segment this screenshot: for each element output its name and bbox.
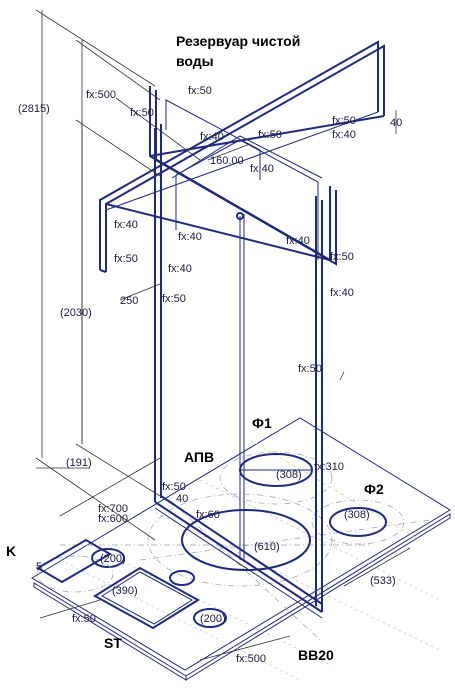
dim-5: 5 — [36, 561, 42, 573]
label-phi2: Ф2 — [364, 481, 384, 497]
dim-fx40-g: fx:40 — [168, 263, 192, 275]
dim-308-a: (308) — [276, 469, 302, 481]
dim-fx500-top: fx:500 — [86, 89, 116, 101]
dim-200-a: (200) — [100, 553, 126, 565]
base-platform — [31, 417, 451, 681]
dimension-lines — [35, 9, 411, 661]
dim-fx50-bottom: fx:50 — [72, 613, 96, 625]
dim-250: 250 — [120, 295, 138, 307]
dim-fx60: fx:60 — [196, 509, 220, 521]
dim-200-b: (200) — [200, 613, 226, 625]
dim-fx600: fx:600 — [98, 513, 128, 525]
dim-fx50-a: fx:50 — [188, 85, 212, 97]
dim-fx50-i: fx:50 — [162, 481, 186, 493]
dim-533: (533) — [370, 575, 396, 587]
dim-40: 40 — [390, 117, 402, 129]
dim-fx310: fx:310 — [314, 461, 344, 473]
tank-small-left — [36, 548, 227, 628]
dim-fx40-d: fx:40 — [114, 219, 138, 231]
dim-fx50-h: fx:50 — [298, 363, 322, 375]
label-k: K — [6, 543, 16, 559]
dim-fx40-e: fx:40 — [178, 231, 202, 243]
upper-frame — [99, 40, 385, 273]
dim-fx50-e: fx:50 — [114, 253, 138, 265]
dim-2815: (2815) — [18, 103, 50, 115]
dim-fx50-g: fx:50 — [162, 293, 186, 305]
dim-fx40-h: fx:40 — [330, 287, 354, 299]
title-line-1: Резервуар чистой — [176, 33, 300, 49]
label-bb20: BB20 — [298, 647, 334, 663]
tank-phi2 — [311, 499, 405, 545]
dim-308-b: (308) — [344, 509, 370, 521]
dim-191: (191) — [66, 457, 92, 469]
title: Резервуар чистой воды — [176, 33, 300, 69]
dim-390: (390) — [112, 585, 138, 597]
dim-fx500-bottom: fx:500 — [236, 653, 266, 665]
dim-fx40-c: fx:40 — [250, 163, 274, 175]
base-plates — [36, 538, 200, 630]
tank-main — [147, 493, 333, 587]
support-column — [154, 124, 323, 619]
dim-160: 160.00 — [210, 155, 244, 167]
title-line-2: воды — [176, 53, 214, 69]
dim-610: (610) — [254, 541, 280, 553]
dim-40-b: 40 — [176, 493, 188, 505]
label-st: ST — [104, 635, 122, 651]
label-phi1: Ф1 — [252, 415, 272, 431]
dim-fx50-f: fx:50 — [330, 251, 354, 263]
dim-fx50-d: fx:50 — [332, 115, 356, 127]
dim-fx50-c: fx:50 — [258, 129, 282, 141]
dim-fx40-a: fx:40 — [200, 131, 224, 143]
dim-fx50-b: fx:50 — [130, 107, 154, 119]
dim-2030: (2030) — [60, 307, 92, 319]
dim-fx40-b: fx:40 — [332, 129, 356, 141]
dim-fx40-f: fx:40 — [286, 235, 310, 247]
dim-fx700: fx:700 — [98, 503, 128, 515]
label-apv: АПВ — [184, 449, 214, 465]
